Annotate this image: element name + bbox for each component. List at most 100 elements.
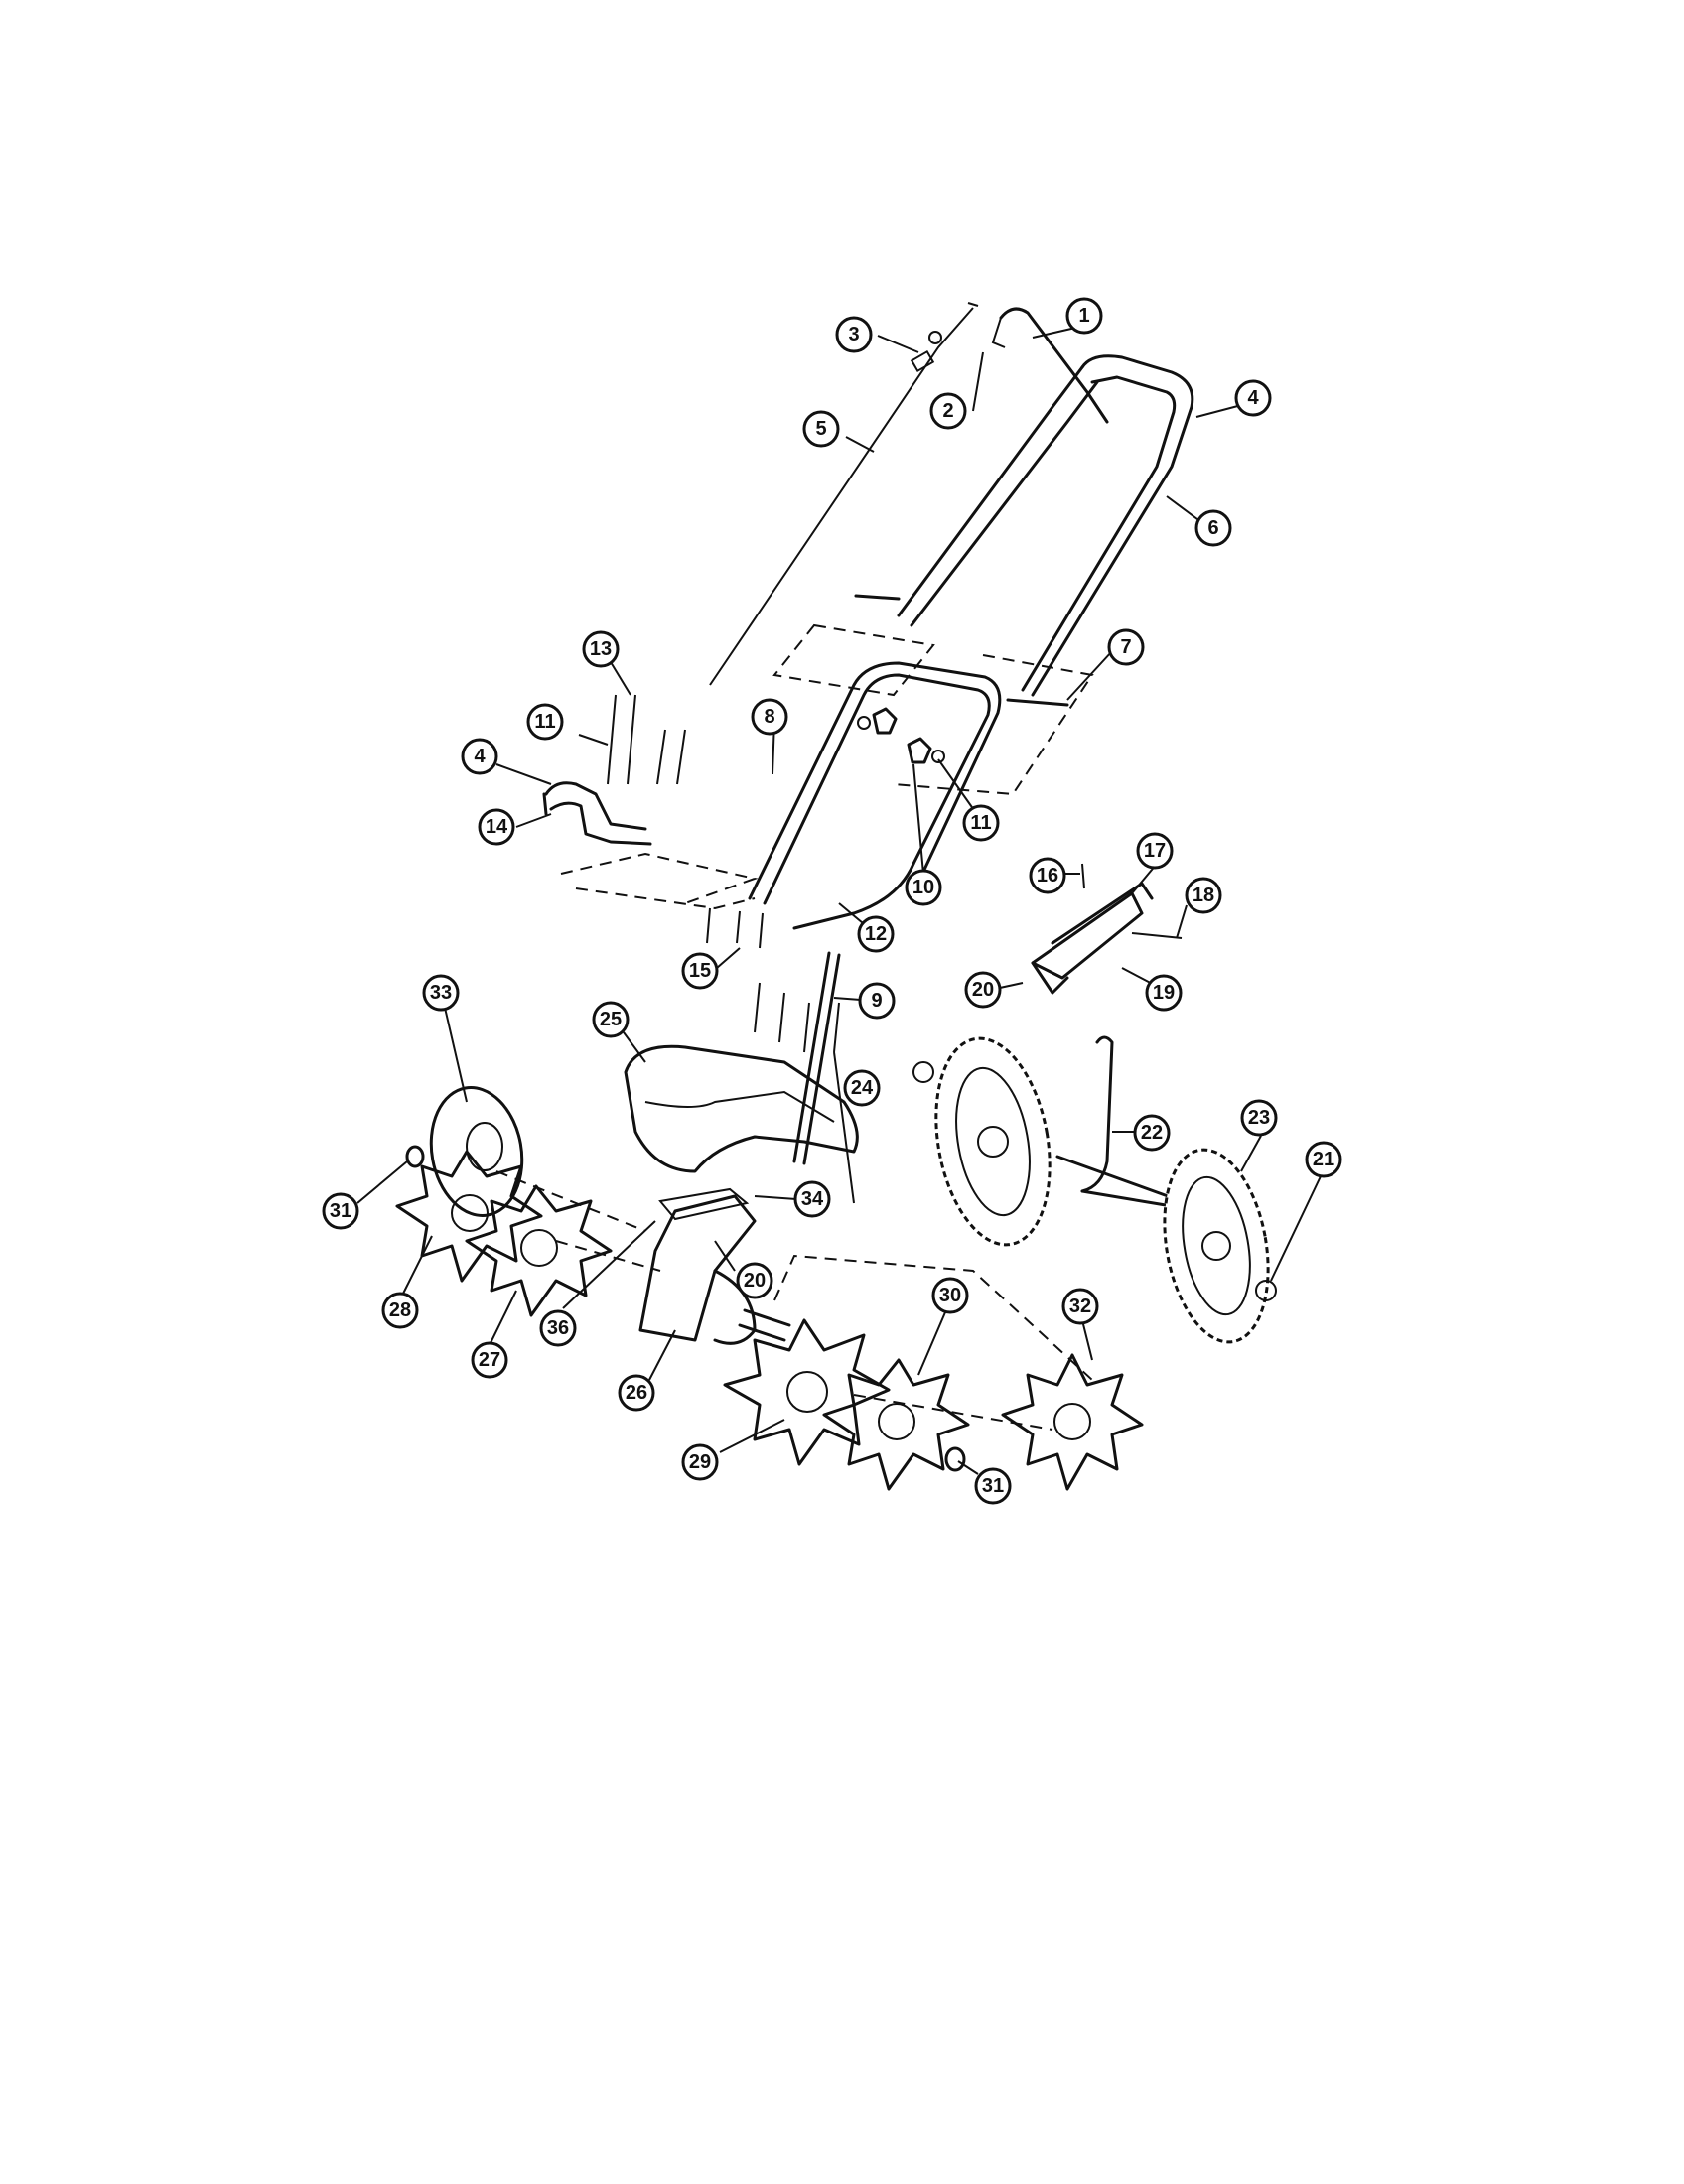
callout-3: 3 (835, 316, 873, 353)
right-tread-wheel (1163, 1148, 1277, 1344)
tine-dashed-guides (555, 1240, 1093, 1431)
callout-7: 7 (1107, 628, 1145, 666)
handle-bolt (854, 594, 1069, 707)
throttle-cable (709, 302, 979, 686)
callout-20-upper: 20 (964, 971, 1002, 1009)
svg-text:8: 8 (764, 706, 774, 728)
svg-text:6: 6 (1207, 517, 1218, 539)
svg-text:4: 4 (474, 746, 486, 767)
callout-11-left: 11 (526, 703, 564, 741)
callout-31-right: 31 (974, 1467, 1012, 1505)
svg-text:20: 20 (972, 979, 994, 1001)
svg-text:3: 3 (848, 324, 859, 345)
svg-text:34: 34 (801, 1188, 824, 1210)
handle-bolts-set (607, 694, 686, 785)
svg-text:4: 4 (1247, 387, 1259, 409)
svg-text:11: 11 (970, 812, 991, 834)
svg-text:24: 24 (851, 1077, 874, 1099)
tine-shaft-rod (792, 951, 841, 1165)
control-bail-wire (991, 307, 1109, 424)
svg-text:7: 7 (1120, 636, 1131, 658)
svg-text:18: 18 (1193, 885, 1214, 906)
svg-text:19: 19 (1153, 982, 1175, 1004)
callout-10: 10 (905, 869, 942, 906)
handle-knobs (857, 707, 945, 764)
tine-pins (405, 1145, 966, 1472)
callout-11-right: 11 (962, 804, 1000, 842)
callout-16: 16 (1029, 857, 1066, 894)
svg-text:20: 20 (744, 1270, 766, 1292)
svg-text:25: 25 (600, 1009, 622, 1030)
callout-15: 15 (681, 952, 719, 990)
svg-text:1: 1 (1078, 305, 1089, 327)
callout-20-lower: 20 (736, 1262, 773, 1299)
svg-text:15: 15 (689, 960, 711, 982)
callout-9: 9 (858, 982, 896, 1020)
callout-36: 36 (539, 1309, 577, 1347)
callout-28: 28 (381, 1292, 419, 1329)
svg-text:9: 9 (871, 990, 882, 1012)
cable-clip (910, 331, 942, 373)
svg-text:27: 27 (479, 1349, 500, 1371)
bottom-bolts-15 (706, 907, 764, 949)
wheel-axle-bracket (1055, 1035, 1184, 1208)
callout-33: 33 (422, 974, 460, 1012)
svg-text:21: 21 (1313, 1149, 1334, 1170)
tine-shield (624, 1044, 859, 1173)
callout-13: 13 (582, 630, 620, 668)
callout-14: 14 (478, 808, 515, 846)
svg-text:5: 5 (815, 418, 826, 440)
svg-text:29: 29 (689, 1451, 711, 1473)
callout-22: 22 (1133, 1114, 1171, 1152)
callout-1: 1 (1065, 297, 1103, 335)
callout-31-left: 31 (322, 1192, 359, 1230)
svg-text:2: 2 (942, 400, 953, 422)
svg-text:13: 13 (590, 638, 612, 660)
callout-29: 29 (681, 1443, 719, 1481)
callout-26: 26 (618, 1374, 655, 1412)
callout-5: 5 (802, 410, 840, 448)
gearbox (638, 1187, 791, 1345)
callout-2: 2 (929, 392, 967, 430)
callout-34: 34 (793, 1180, 831, 1218)
callout-30: 30 (931, 1277, 969, 1314)
svg-text:26: 26 (626, 1382, 647, 1404)
tine-32 (1001, 1353, 1144, 1491)
svg-text:11: 11 (534, 711, 555, 733)
leader-lines (356, 325, 1322, 1475)
svg-text:14: 14 (486, 816, 508, 838)
svg-text:32: 32 (1069, 1296, 1091, 1317)
callout-24: 24 (843, 1069, 881, 1107)
svg-text:23: 23 (1248, 1107, 1270, 1129)
callout-4-lower: 4 (461, 738, 498, 775)
svg-text:31: 31 (982, 1475, 1004, 1497)
solid-wheel (429, 1086, 646, 1232)
callout-27: 27 (471, 1341, 508, 1379)
tine-27 (465, 1184, 613, 1317)
callout-23: 23 (1240, 1099, 1278, 1137)
callout-17: 17 (1136, 832, 1174, 870)
callout-4-upper: 4 (1234, 379, 1272, 417)
depth-bracket (1031, 863, 1183, 995)
svg-text:17: 17 (1144, 840, 1166, 862)
svg-text:10: 10 (912, 877, 934, 898)
svg-text:30: 30 (939, 1285, 961, 1306)
shield-bolts-24 (754, 982, 840, 1053)
mid-handle (748, 661, 1002, 930)
lower-handle (542, 781, 652, 846)
callout-8: 8 (751, 698, 788, 736)
svg-text:22: 22 (1141, 1122, 1163, 1144)
svg-text:12: 12 (865, 923, 887, 945)
callout-18: 18 (1185, 877, 1222, 914)
upper-handle (897, 354, 1194, 697)
callout-32: 32 (1061, 1288, 1099, 1325)
callout-25: 25 (592, 1001, 630, 1038)
tine-29 (723, 1318, 891, 1466)
svg-text:16: 16 (1037, 865, 1058, 887)
left-tread-wheel (912, 1036, 1052, 1247)
svg-text:36: 36 (547, 1317, 569, 1339)
callout-6: 6 (1194, 509, 1232, 547)
tine-30 (822, 1358, 970, 1491)
svg-text:31: 31 (330, 1200, 351, 1222)
callout-19: 19 (1145, 974, 1183, 1012)
